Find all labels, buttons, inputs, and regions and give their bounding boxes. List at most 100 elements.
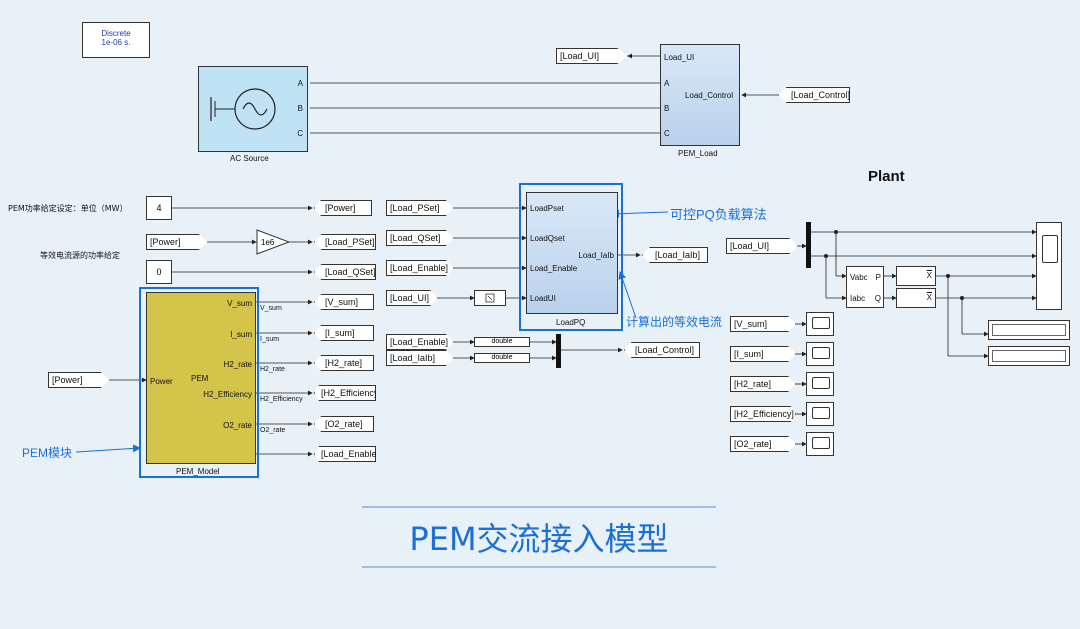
annotation-equiv-current: 计算出的等效电流 <box>626 315 723 329</box>
pem-port-h2eff: H2_Efficiency <box>203 390 252 399</box>
gain-block[interactable]: 1e6 <box>256 229 290 255</box>
display-q[interactable] <box>988 346 1070 366</box>
goto-load-qset[interactable]: [Load_QSet] <box>314 264 376 280</box>
ac-port-c: C <box>297 129 303 138</box>
pem-center-label: PEM <box>191 374 209 383</box>
pq-port-p: P <box>875 273 881 282</box>
annotation-pq-algorithm: 可控PQ负载算法 <box>670 207 767 222</box>
powergui-solver-block[interactable]: Discrete 1e-06 s. <box>82 22 150 58</box>
sig-h2eff: H2_Efficiency <box>260 396 303 403</box>
ac-port-b: B <box>297 104 303 113</box>
power-constant[interactable]: 4 <box>146 196 172 220</box>
scope-h2rate[interactable] <box>806 372 834 396</box>
pem-load-port-control: Load_Control <box>684 91 733 100</box>
pem-load-label: PEM_Load <box>678 149 718 158</box>
goto-load-control[interactable]: [Load_Control] <box>624 342 700 358</box>
loadpq-label: LoadPQ <box>556 318 586 327</box>
from-isum[interactable]: [I_sum] <box>730 346 796 362</box>
goto-load-ui-top[interactable]: [Load_UI] <box>556 48 628 64</box>
pem-load-port-b: B <box>664 104 670 113</box>
ac-source-icon <box>210 88 276 130</box>
from-load-iaib[interactable]: [Load_IaIb] <box>386 350 454 366</box>
scope-h2eff[interactable] <box>806 402 834 426</box>
from-o2rate[interactable]: [O2_rate] <box>730 436 796 452</box>
pq-measure-block[interactable]: Vabc Iabc P Q <box>846 266 884 308</box>
selector-icon <box>485 293 495 303</box>
plant-title: Plant <box>868 168 905 185</box>
pem-load-port-ui: Load_UI <box>664 53 695 62</box>
from-h2rate[interactable]: [H2_rate] <box>730 376 796 392</box>
pem-model-highlight <box>139 287 259 478</box>
from-load-enable-2[interactable]: [Load_Enable] <box>386 334 454 350</box>
gain-value: 1e6 <box>261 238 275 247</box>
loadpq-port-iaib: Load_IaIb <box>578 251 614 260</box>
from-power-pem[interactable]: [Power] <box>48 372 110 388</box>
solver-mode: Discrete <box>101 29 131 38</box>
convert-block-2[interactable]: double <box>474 353 530 363</box>
goto-vsum[interactable]: [V_sum] <box>314 294 374 310</box>
sig-isum: I_sum <box>260 336 280 343</box>
pem-load-port-c: C <box>664 129 670 138</box>
loadpq-port-enable: Load_Enable <box>530 264 578 273</box>
mean-block-2[interactable]: X <box>896 288 936 308</box>
sig-h2rate: H2_rate <box>260 366 285 373</box>
loadpq-port-pset: LoadPset <box>530 204 564 213</box>
pem-port-vsum: V_sum <box>227 299 252 308</box>
goto-power[interactable]: [Power] <box>314 200 372 216</box>
scope-isum[interactable] <box>806 342 834 366</box>
solver-step: 1e-06 s. <box>101 38 131 47</box>
loadpq-port-qset: LoadQset <box>530 234 565 243</box>
pq-port-iabc: Iabc <box>850 294 866 303</box>
mux-block[interactable] <box>556 334 561 368</box>
ac-source-label: AC Source <box>230 154 269 163</box>
qset-constant[interactable]: 0 <box>146 260 172 284</box>
pem-load-block[interactable]: Load_UI A B C Load_Control <box>660 44 740 146</box>
pem-port-power: Power <box>150 377 173 386</box>
from-load-pset[interactable]: [Load_PSet] <box>386 200 454 216</box>
display-p[interactable] <box>988 320 1070 340</box>
sig-o2rate: O2_rate <box>260 427 286 434</box>
plant-demux-block[interactable] <box>806 222 811 268</box>
pem-port-h2rate: H2_rate <box>223 360 252 369</box>
mean-block-1-label: X <box>926 271 932 280</box>
mean-block-1[interactable]: X <box>896 266 936 286</box>
goto-h2eff[interactable]: [H2_Efficiency] <box>314 385 376 401</box>
pq-port-vabc: Vabc <box>850 273 868 282</box>
from-load-control-top[interactable]: [Load_Control] <box>778 87 850 103</box>
goto-o2rate[interactable]: [O2_rate] <box>314 416 374 432</box>
from-load-qset[interactable]: [Load_QSet] <box>386 230 454 246</box>
loadpq-highlight <box>519 183 623 331</box>
from-load-ui[interactable]: [Load_UI] <box>386 290 438 306</box>
goto-isum[interactable]: [I_sum] <box>314 325 374 341</box>
ac-port-a: A <box>297 79 303 88</box>
sig-vsum: V_sum <box>260 305 282 312</box>
pem-load-port-a: A <box>664 79 670 88</box>
pem-port-o2rate: O2_rate <box>223 421 252 430</box>
scope-o2rate[interactable] <box>806 432 834 456</box>
from-power-left[interactable]: [Power] <box>146 234 208 250</box>
equiv-source-note: 等效电流源的功率给定 <box>40 251 120 260</box>
pem-model-label: PEM_Model <box>176 467 220 476</box>
convert-block-1[interactable]: double <box>474 337 530 347</box>
goto-load-iaib[interactable]: [Load_IaIb] <box>642 247 708 263</box>
loadpq-block[interactable]: LoadPset LoadQset Load_Enable LoadUI Loa… <box>526 192 618 314</box>
from-h2eff[interactable]: [H2_Efficiency] <box>730 406 796 422</box>
loadpq-port-ui: LoadUI <box>530 294 556 303</box>
banner-title: PEM交流接入模型 <box>409 520 669 558</box>
from-load-enable[interactable]: [Load_Enable] <box>386 260 454 276</box>
from-vsum[interactable]: [V_sum] <box>730 316 796 332</box>
goto-load-enable[interactable]: [Load_Enable] <box>314 446 376 462</box>
annotation-pem-module: PEM模块 <box>22 446 73 460</box>
goto-load-pset[interactable]: [Load_PSet] <box>314 234 376 250</box>
pem-model-block[interactable]: Power PEM V_sum I_sum H2_rate H2_Efficie… <box>146 292 256 464</box>
plant-scope-block[interactable] <box>1036 222 1062 310</box>
demux-selector-block[interactable] <box>474 290 506 306</box>
pem-port-isum: I_sum <box>230 330 252 339</box>
from-load-ui-plant[interactable]: [Load_UI] <box>726 238 798 254</box>
ac-source-block[interactable]: A B C <box>198 66 308 152</box>
scope-vsum[interactable] <box>806 312 834 336</box>
goto-h2rate[interactable]: [H2_rate] <box>314 355 374 371</box>
power-setting-note: PEM功率给定设定：单位（MW） <box>8 204 128 213</box>
